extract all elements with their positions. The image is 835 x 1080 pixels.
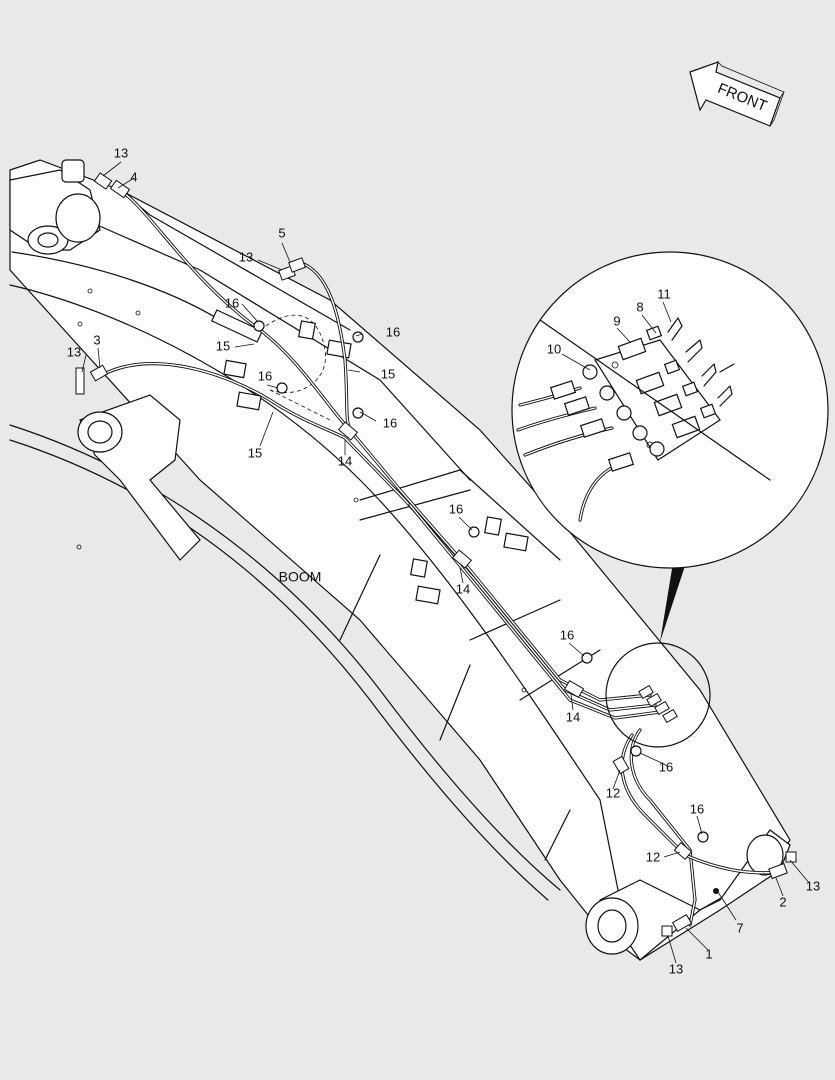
callout-1: 1	[705, 946, 712, 961]
callout-16: 16	[386, 324, 400, 339]
callout-12: 12	[606, 785, 620, 800]
callout-7: 7	[736, 920, 743, 935]
hose-fittings	[75, 172, 797, 937]
callout-13: 13	[239, 249, 253, 264]
callout-13: 13	[669, 961, 683, 976]
callout-16: 16	[449, 501, 463, 516]
detail-magnifier	[511, 251, 829, 748]
callout-16: 16	[659, 759, 673, 774]
callout-15: 15	[248, 445, 262, 460]
callout-11: 11	[657, 286, 671, 301]
callout-14: 14	[456, 581, 470, 596]
callout-16: 16	[225, 295, 239, 310]
callout-4: 4	[130, 169, 137, 184]
callout-16: 16	[258, 368, 272, 383]
callout-13: 13	[806, 878, 820, 893]
callout-5: 5	[278, 225, 285, 240]
callout-15: 15	[216, 338, 230, 353]
callout-9: 9	[613, 313, 620, 328]
callout-14: 14	[566, 709, 580, 724]
callout-16: 16	[383, 415, 397, 430]
boom-body	[9, 159, 791, 961]
callout-13: 13	[67, 344, 81, 359]
callout-3: 3	[93, 332, 100, 347]
callout-13: 13	[114, 145, 128, 160]
callout-8: 8	[636, 299, 643, 314]
callout-16: 16	[560, 627, 574, 642]
callout-labels: 13 4 5 13 16 15 16 15 13 3 16 15 16 14 1…	[67, 145, 820, 976]
callout-15: 15	[381, 366, 395, 381]
callout-16: 16	[690, 801, 704, 816]
callout-2: 2	[779, 894, 786, 909]
callout-14: 14	[338, 453, 352, 468]
callout-10: 10	[547, 341, 561, 356]
leader-lines	[81, 161, 811, 964]
callout-12: 12	[646, 849, 660, 864]
front-arrow-icon: FRONT	[689, 61, 785, 127]
boom-label: BOOM	[279, 569, 322, 585]
